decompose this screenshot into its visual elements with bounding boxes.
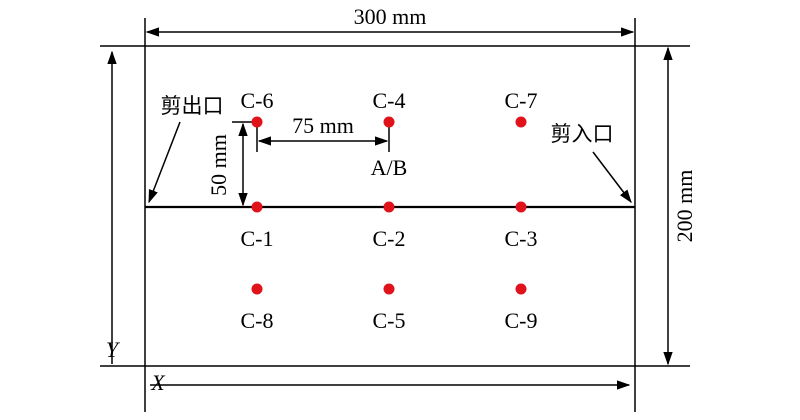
outlet-label: 剪出口 (161, 94, 224, 118)
point-marker-c-3 (515, 201, 527, 213)
point-marker-c-9 (515, 283, 527, 295)
point-label-c-4: C-4 (373, 88, 406, 113)
point-label-c-2: C-2 (373, 226, 406, 251)
outlet-arrow (148, 121, 181, 204)
x-axis-label: X (150, 370, 166, 395)
y-axis-label: Y (106, 337, 121, 362)
point-marker-c-6 (251, 116, 263, 128)
point-label-c-9: C-9 (505, 308, 538, 333)
point-label-c-3: C-3 (505, 226, 538, 251)
point-label-c-1: C-1 (241, 226, 274, 251)
point-label-c-5: C-5 (373, 308, 406, 333)
point-marker-c-2 (383, 201, 395, 213)
point-marker-c-8 (251, 283, 263, 295)
width-label: 300 mm (354, 4, 427, 29)
spacing-y-label: 50 mm (206, 134, 231, 196)
point-marker-c-4 (383, 116, 395, 128)
measurement-points: C-6 C-4 C-7C-1 C-2 C-3C-8 C-5 C-9 (241, 88, 538, 333)
point-marker-c-7 (515, 116, 527, 128)
height-label: 200 mm (672, 170, 697, 243)
inlet-label: 剪入口 (551, 122, 614, 146)
point-label-c-6: C-6 (241, 88, 274, 113)
point-marker-c-5 (383, 283, 395, 295)
ab-label: A/B (371, 155, 408, 180)
point-marker-c-1 (251, 201, 263, 213)
inlet-arrow (592, 151, 632, 204)
point-label-c-7: C-7 (505, 88, 538, 113)
spacing-x-label: 75 mm (292, 113, 354, 138)
point-label-c-8: C-8 (241, 308, 274, 333)
